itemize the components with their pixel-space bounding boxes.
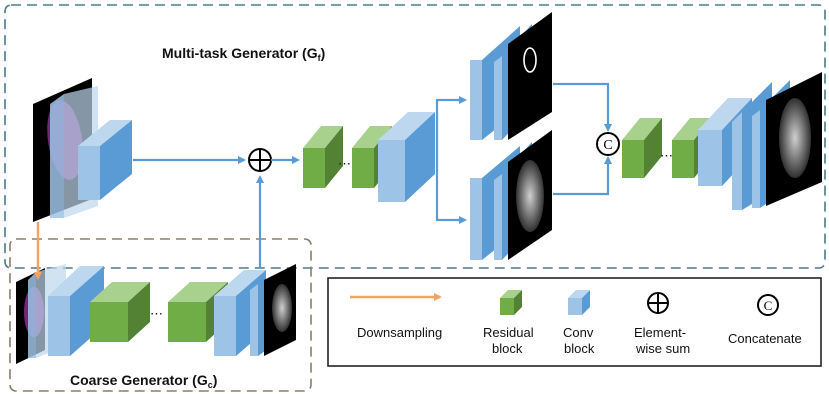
bottom-branch-decoder — [470, 130, 552, 260]
legend-downsampling-label: Downsampling — [357, 325, 442, 340]
input-conv-front-1 — [50, 94, 64, 218]
coarse-conv-top-2 — [48, 266, 104, 296]
arrow-bottom-to-concat — [553, 156, 612, 196]
legend-sum-icon — [647, 292, 669, 314]
coarse-ellipsis: ⋯ — [150, 306, 163, 321]
final-output-image — [766, 72, 822, 206]
final-residual-block-1 — [622, 118, 662, 178]
coarse-generator-frame — [9, 238, 312, 392]
top-branch-decoder — [470, 12, 552, 140]
legend-concatenate-icon: C — [757, 294, 779, 316]
svg-text:C: C — [603, 138, 612, 153]
arrow-branch-top — [435, 96, 467, 160]
multitask-generator-frame — [4, 4, 826, 269]
coarse-output-image — [264, 264, 296, 356]
legend-sum-label-2: wise sum — [635, 341, 690, 356]
concatenate-node: C — [596, 132, 620, 156]
bottom-branch-brain — [516, 160, 544, 232]
coarse-conv-front-2 — [48, 296, 70, 356]
segmentation-mask-contour — [523, 47, 537, 73]
legend-concatenate-label: Concatenate — [728, 331, 802, 346]
arrow-top-to-concat — [553, 82, 612, 132]
legend-conv-label-2: block — [564, 341, 595, 356]
input-conv-side-2 — [100, 120, 132, 200]
legend-conv-label-1: Conv — [563, 325, 594, 340]
shared-conv-block — [378, 112, 435, 202]
input-conv-top-2 — [78, 120, 132, 146]
legend-residual-label-2: block — [492, 341, 523, 356]
multitask-input-stack — [33, 78, 132, 222]
legend-residual-block-icon — [500, 290, 522, 315]
residual-block-1 — [303, 126, 343, 188]
arrow-branch-bottom — [435, 160, 467, 224]
coarse-generator-title: Coarse Generator (Gc) — [70, 372, 217, 390]
multitask-generator-title: Multi-task Generator (Gf) — [162, 45, 325, 63]
element-wise-sum-node — [248, 148, 272, 172]
multitask-ellipsis-2: ⋯ — [660, 148, 673, 163]
multitask-ellipsis-1: ⋯ — [338, 156, 351, 171]
input-conv-front-2 — [78, 146, 100, 200]
coarse-conv-front-1 — [28, 272, 36, 358]
legend-conv-block-icon — [568, 290, 590, 315]
legend-sum-label-1: Element- — [634, 325, 686, 340]
segmentation-mask-output — [508, 12, 552, 140]
svg-text:C: C — [764, 298, 773, 313]
coarse-residual-block-1 — [90, 282, 150, 342]
legend-residual-label-1: Residual — [483, 325, 534, 340]
